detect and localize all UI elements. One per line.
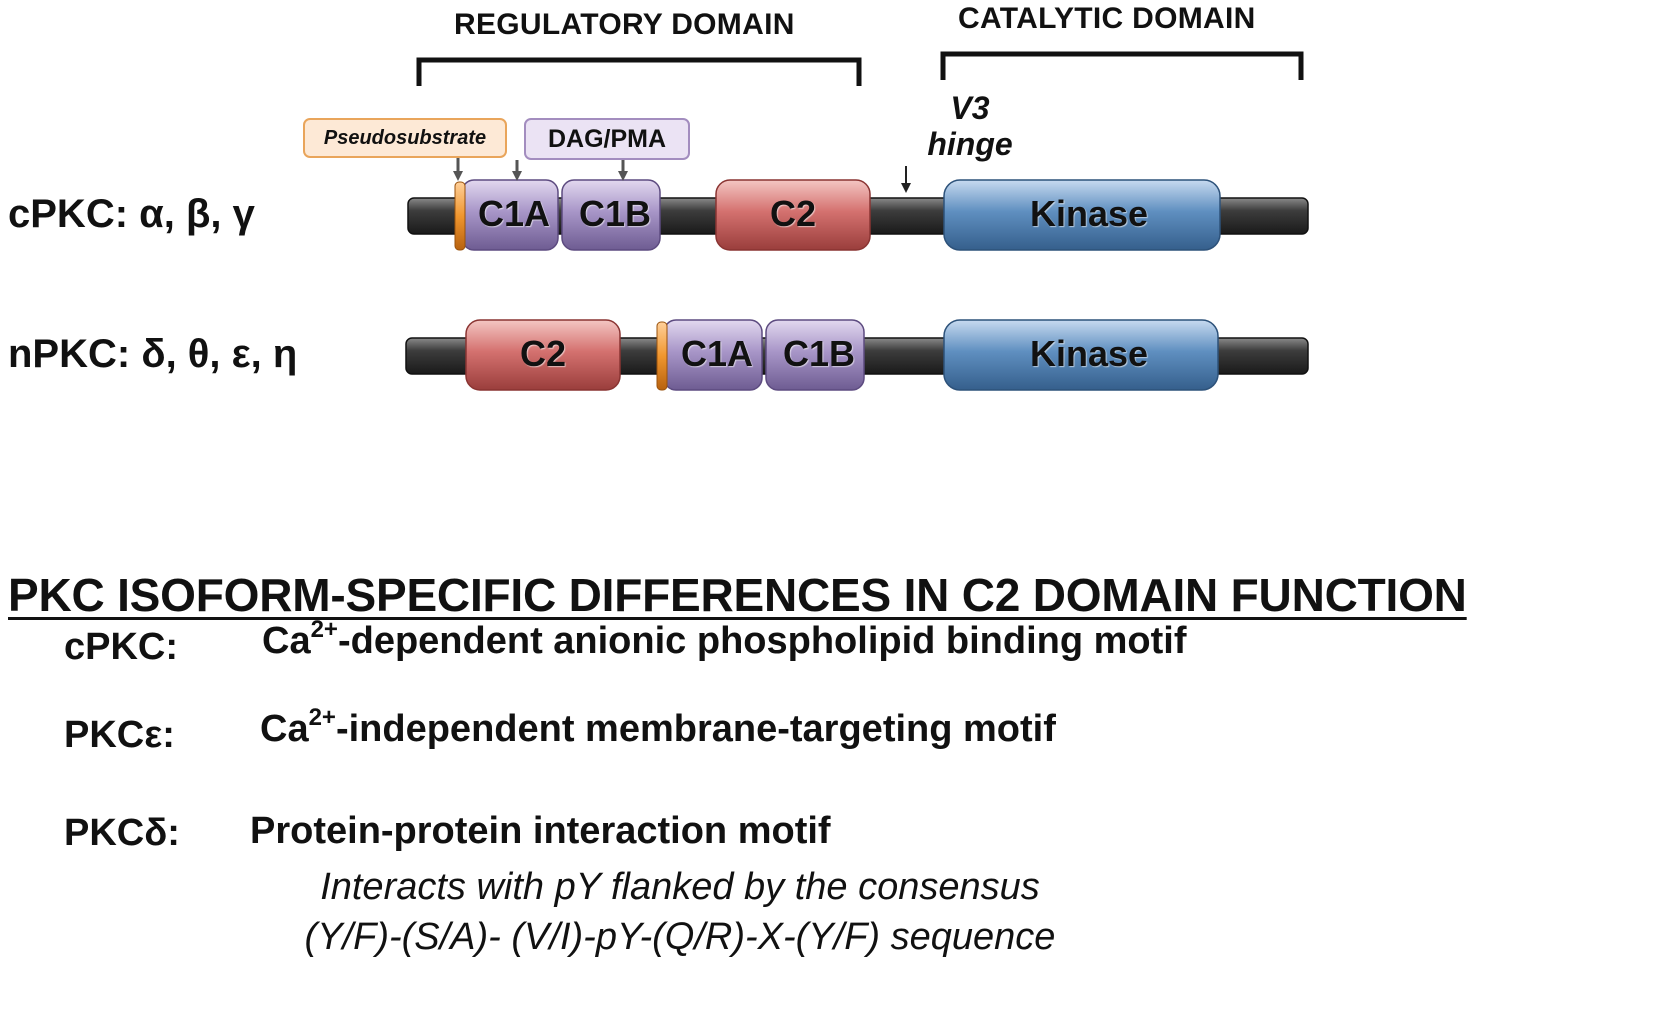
cpkc-c1a-label: C1A (477, 193, 551, 234)
cpkc-c1b-cylinder (561, 179, 661, 251)
pkcd-note-line-2: (Y/F)-(S/A)- (V/I)-pY-(Q/R)-X-(Y/F) sequ… (304, 916, 1056, 958)
function-text: -independent membrane-targeting motif (335, 708, 1056, 750)
hinge-line-2: hinge (927, 126, 1013, 162)
ca-text: Ca (260, 708, 309, 750)
pkce-isoform-label: PKCε: (64, 714, 175, 756)
npkc-kinase-label: Kinase (1029, 333, 1149, 374)
cpkc-pseudosubstrate-band (454, 181, 466, 251)
cpkc-kinase-cylinder (943, 179, 1221, 251)
regulatory-bracket (416, 57, 862, 86)
function-text: -dependent anionic phospholipid binding … (337, 620, 1187, 662)
npkc-kinase-cylinder (943, 319, 1219, 391)
charge-superscript: 2+ (308, 704, 336, 731)
npkc-c1a-label: C1A (680, 333, 754, 374)
pkcd-note-line-1: Interacts with pY flanked by the consens… (320, 866, 1040, 908)
pseudosubstrate-callout: Pseudosubstrate (303, 118, 507, 158)
pkce-c2-function: Ca2+-independent membrane-targeting moti… (260, 706, 1056, 751)
cpkc-domain-bar (407, 179, 1309, 251)
npkc-pseudosubstrate-band (656, 321, 668, 391)
cpkc-c1b-label: C1B (578, 193, 652, 234)
cpkc-c2-function: Ca2+-dependent anionic phospholipid bind… (262, 618, 1187, 663)
npkc-row-label: nPKC: δ, θ, ε, η (8, 332, 298, 376)
ca-text: Ca (262, 620, 311, 662)
npkc-c1b-cylinder (765, 319, 865, 391)
regulatory-domain-title: REGULATORY DOMAIN (454, 8, 795, 41)
v3-hinge-label: V3 hinge (900, 90, 1040, 162)
npkc-c2-label: C2 (519, 333, 567, 374)
cpkc-row-label: cPKC: α, β, γ (8, 192, 255, 236)
section-heading: PKC ISOFORM-SPECIFIC DIFFERENCES IN C2 D… (8, 569, 1467, 621)
dag-pma-callout: DAG/PMA (524, 118, 690, 160)
cpkc-c2-cylinder (715, 179, 871, 251)
npkc-c2-cylinder (465, 319, 621, 391)
cpkc-kinase-label: Kinase (1029, 193, 1149, 234)
pkcd-c2-function: Protein-protein interaction motif (250, 810, 831, 852)
cpkc-c2-label: C2 (769, 193, 817, 234)
pkcd-isoform-label: PKCδ: (64, 812, 180, 854)
catalytic-bracket (940, 51, 1304, 80)
catalytic-domain-title: CATALYTIC DOMAIN (958, 2, 1256, 35)
npkc-c1b-label: C1B (782, 333, 856, 374)
cpkc-isoform-label: cPKC: (64, 626, 179, 668)
npkc-domain-bar (405, 319, 1309, 391)
hinge-line-1: V3 (950, 90, 990, 126)
charge-superscript: 2+ (310, 616, 338, 643)
